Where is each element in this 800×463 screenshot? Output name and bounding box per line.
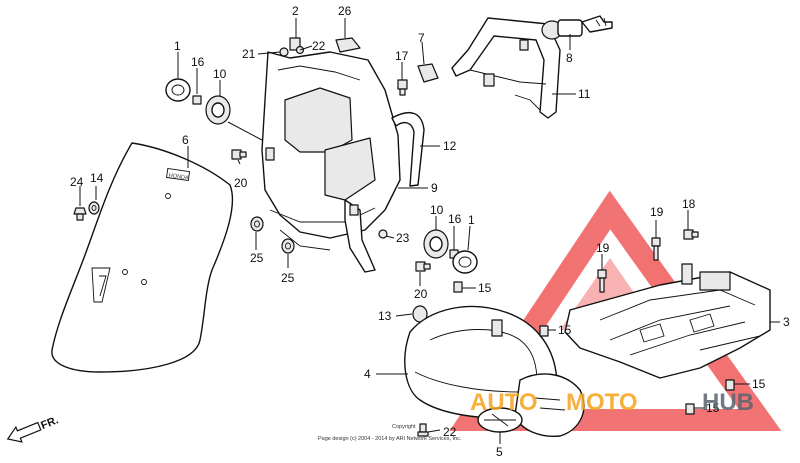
- grommet-10a-part: [205, 95, 231, 125]
- key-switch-8-part: [541, 15, 613, 40]
- cap-1a-part: [165, 78, 191, 102]
- callout-14: 14: [90, 171, 104, 185]
- callout-22: 22: [312, 39, 326, 53]
- screw-21-part: [279, 47, 289, 57]
- callout-23: 23: [396, 231, 410, 245]
- watermark-moto: MOTO: [566, 389, 638, 416]
- callout-16: 16: [448, 212, 462, 226]
- callout-3: 3: [783, 315, 790, 329]
- bolt-20a-part: [231, 149, 247, 160]
- callout-22: 22: [443, 425, 457, 439]
- nut-25a-part: [250, 216, 264, 232]
- emblem-label: HONDA: [168, 173, 189, 182]
- callout-9: 9: [431, 181, 438, 195]
- grommet-10b-part: [423, 229, 449, 259]
- callout-26: 26: [338, 4, 352, 18]
- clip-15a-part: [453, 281, 463, 293]
- callout-15: 15: [478, 281, 492, 295]
- watermark-wordmark: AUTO MOTO HUB: [470, 389, 754, 416]
- callout-25: 25: [281, 271, 295, 285]
- nut-25b-part: [281, 238, 295, 254]
- undercover-3-part: [564, 263, 771, 379]
- screw-22b-part: [417, 423, 429, 437]
- cap-1b-part: [452, 250, 478, 274]
- callout-19: 19: [596, 241, 610, 255]
- arrow-left-icon: [6, 421, 42, 443]
- callout-11: 11: [578, 87, 591, 101]
- callout-6: 6: [182, 133, 189, 147]
- front-shield-part: HONDA: [51, 142, 234, 373]
- copyright-notice: Copyright Page design (c) 2004 - 2014 by…: [318, 424, 462, 442]
- callout-10: 10: [430, 203, 444, 217]
- callout-10: 10: [213, 67, 227, 81]
- callout-18: 18: [682, 197, 696, 211]
- copyright-line2: Page design (c) 2004 - 2014 by ARI Netwo…: [318, 436, 462, 442]
- bolt-17-part: [397, 79, 408, 96]
- callout-19: 19: [650, 205, 664, 219]
- watermark-hub: HUB: [702, 389, 754, 416]
- callout-25: 25: [250, 251, 264, 265]
- clip-2-part: [289, 37, 301, 51]
- screw-24-part: [73, 207, 87, 221]
- leader-lines: [79, 18, 780, 444]
- carrier-11-part: [451, 17, 561, 119]
- direction-label: FR.: [39, 414, 60, 432]
- watermark-auto: AUTO: [470, 389, 538, 416]
- clip-7-part: [417, 63, 439, 83]
- nut-14-part: [88, 201, 100, 215]
- callout-7: 7: [418, 31, 425, 45]
- clip-15c-part: [725, 379, 735, 391]
- callout-1: 1: [174, 39, 181, 53]
- screw-23-part: [378, 229, 388, 239]
- callout-15: 15: [752, 377, 766, 391]
- callout-15: 15: [558, 323, 572, 337]
- front-cover-4-part: [404, 305, 585, 437]
- bolt-20b-part: [415, 261, 431, 272]
- inner-cover-part: [261, 51, 401, 273]
- callout-8: 8: [566, 51, 573, 65]
- callout-24: 24: [70, 175, 84, 189]
- emblem-5-part: [477, 407, 523, 433]
- callout-5: 5: [496, 445, 503, 459]
- callout-labels: 1 2 26 21 22 16 10 17 7 8 11 6 24 14 20 …: [70, 4, 790, 459]
- callout-16: 16: [191, 55, 205, 69]
- callout-1: 1: [468, 213, 475, 227]
- callout-2: 2: [292, 4, 299, 18]
- clip-15b-part: [539, 325, 549, 337]
- screw-16a-part: [192, 95, 202, 105]
- clip-26-part: [335, 37, 361, 53]
- callout-20: 20: [414, 287, 428, 301]
- callout-15: 15: [706, 401, 720, 415]
- callout-17: 17: [395, 49, 409, 63]
- callout-21: 21: [242, 47, 256, 61]
- bolt-18-part: [683, 229, 699, 240]
- trim-12-part: [391, 111, 425, 187]
- copyright-line1: Copyright: [392, 424, 416, 430]
- callout-13: 13: [378, 309, 392, 323]
- clip-15d-part: [685, 403, 695, 415]
- front-direction-indicator: FR.: [6, 414, 60, 443]
- callout-12: 12: [443, 139, 457, 153]
- callout-20: 20: [234, 176, 248, 190]
- callout-4: 4: [364, 367, 371, 381]
